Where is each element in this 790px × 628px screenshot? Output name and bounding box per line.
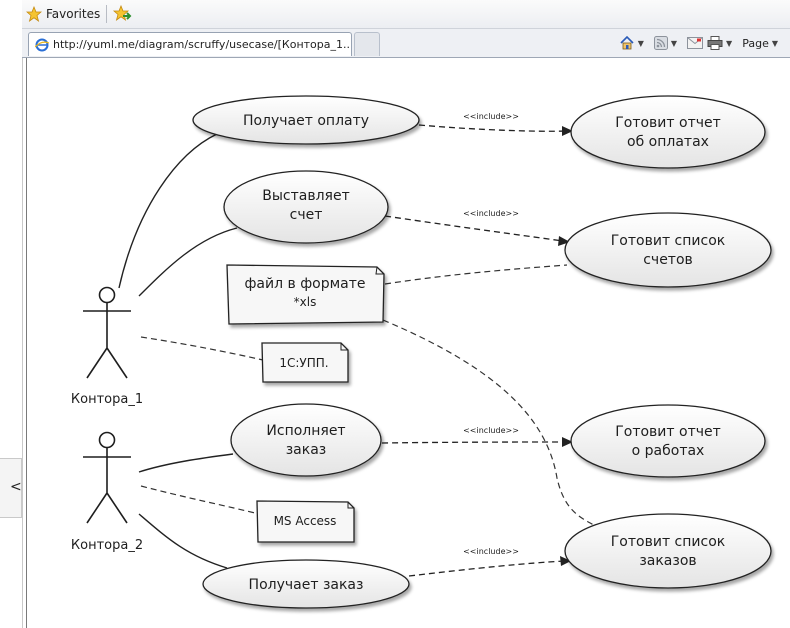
print-button[interactable]: ▼ [707,32,738,54]
page-content: <<include>> <<include>> <<include>> <<in… [26,58,790,628]
association-line [138,227,238,297]
arrowhead-icon [562,126,573,136]
use-case-label: Готовит список [611,233,725,249]
use-case-diagram: <<include>> <<include>> <<include>> <<in… [71,95,772,609]
use-case-label: счетов [643,252,693,268]
left-gutter [0,0,23,628]
mail-icon [687,37,704,49]
note-connector [384,264,568,285]
actor-label: Контора_1 [71,392,143,407]
actor-label: Контора_2 [71,538,143,553]
new-tab-button[interactable] [354,32,380,56]
note-connector [140,336,264,361]
association-line [138,453,234,473]
chevron-down-icon[interactable]: ▼ [771,38,778,48]
arrowhead-icon [558,236,570,246]
home-button[interactable]: ▼ [619,32,650,54]
include-arrow-line [381,441,568,444]
note-fold [375,266,384,275]
tab-bar: http://yuml.me/diagram/scruffy/usecase/[… [22,29,790,58]
tab-title: http://yuml.me/diagram/scruffy/usecase/[… [53,38,352,51]
actor-icon [83,286,131,379]
arrowhead-icon [560,556,571,566]
home-icon [620,35,634,50]
note-fold [340,343,348,351]
page-menu-label: Page [742,36,769,50]
actor-icon [83,431,131,524]
chevron-down-icon[interactable]: ▼ [726,38,733,48]
use-case-label: об оплатах [627,134,709,150]
left-panel-stub[interactable]: < [0,458,22,518]
chevron-down-icon[interactable]: ▼ [637,38,644,48]
use-case-label: о работах [632,443,705,459]
browser-tab-active[interactable]: http://yuml.me/diagram/scruffy/usecase/[… [28,32,352,56]
add-to-favorites-bar-icon[interactable] [112,4,132,24]
use-case-label: счет [290,207,323,223]
use-case-label: Выставляет [262,188,349,204]
include-label: <<include>> [463,547,519,556]
use-case-label: Получает заказ [249,577,364,593]
include-label: <<include>> [463,426,519,435]
use-case-label: Получает оплату [243,113,369,129]
association-line [138,513,228,569]
note-text: 1С:УПП. [279,356,328,370]
note-text: MS Access [274,514,337,528]
favorites-button[interactable]: Favorites [26,3,100,25]
include-arrow-line [408,560,566,577]
read-mail-button[interactable] [687,32,704,54]
use-case-label: заказов [639,553,696,569]
toolbar-divider [106,5,107,23]
favorites-label: Favorites [46,7,101,21]
note-shape [261,342,349,383]
use-case-ellipse [223,170,389,244]
feeds-button[interactable]: ▼ [653,32,683,54]
favorites-bar: Favorites [22,0,790,29]
use-case-ellipse [192,95,420,145]
note-text: *xls [294,295,317,309]
ie-page-icon [35,38,49,51]
note-connector [382,319,600,529]
include-arrow-line [418,124,568,132]
use-case-label: Готовит отчет [615,424,721,440]
include-label: <<include>> [463,209,519,218]
use-case-ellipse [570,404,766,478]
use-case-label: заказ [286,442,327,458]
printer-icon [707,36,723,50]
note-shape [256,500,355,543]
rss-feed-icon [653,36,668,50]
note-shape [226,264,385,325]
command-bar: ▼ ▼ ▼ Page ▼ [619,32,784,54]
chevron-down-icon[interactable]: ▼ [670,38,678,48]
use-case-ellipse [564,212,772,288]
note-connector [140,485,260,515]
star-icon [26,6,42,22]
use-case-ellipse [230,403,382,477]
association-line [118,133,218,289]
use-case-label: Готовит список [611,534,725,550]
left-panel-glyph: < [10,479,22,495]
note-text: файл в формате [244,276,365,292]
include-arrow-line [384,215,564,242]
use-case-ellipse [202,559,410,609]
page-menu-button[interactable]: Page ▼ [742,32,784,54]
use-case-ellipse [564,513,772,589]
use-case-label: Исполняет [266,423,345,439]
use-case-ellipse [570,95,766,169]
use-case-label: Готовит отчет [615,115,721,131]
note-fold [347,502,354,509]
include-label: <<include>> [463,112,519,121]
arrowhead-icon [562,437,573,447]
